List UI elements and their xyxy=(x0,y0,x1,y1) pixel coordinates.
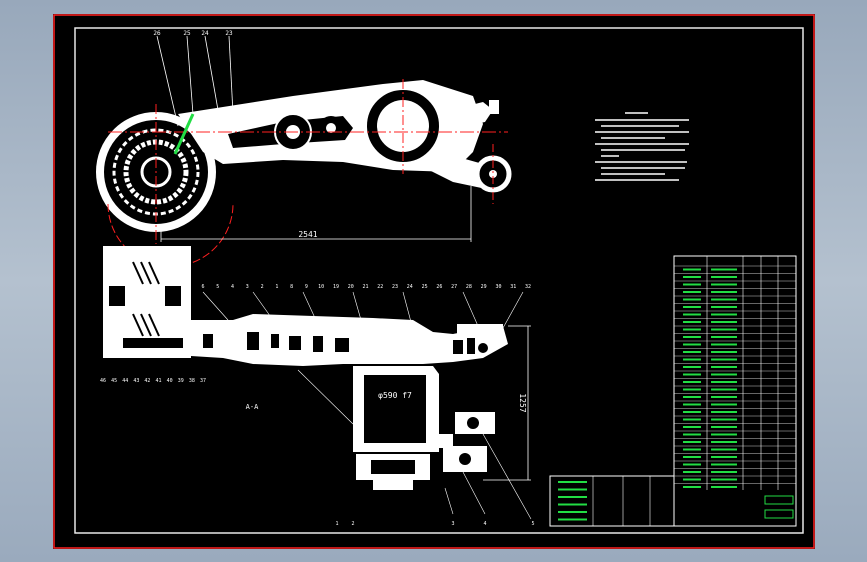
section-callout-10: 10 xyxy=(318,284,324,290)
base-callout-40: 40 xyxy=(167,378,173,384)
section-label: A-A xyxy=(246,403,259,411)
base-callout-45: 45 xyxy=(111,378,117,384)
section-callout-3: 3 xyxy=(246,284,249,290)
bottom-callout-2: 2 xyxy=(351,521,354,527)
left-hub-outer xyxy=(96,112,216,232)
section-callout-4: 4 xyxy=(231,284,234,290)
elbow-disk xyxy=(377,100,429,152)
section-callout-27: 27 xyxy=(451,284,457,290)
section-callout-26: 26 xyxy=(436,284,442,290)
bottom-callout-4: 4 xyxy=(483,521,486,527)
section-callout-30: 30 xyxy=(495,284,501,290)
section-callout-28: 28 xyxy=(466,284,472,290)
section-callout-23: 23 xyxy=(392,284,398,290)
column-bore xyxy=(362,373,428,445)
base-callout-46: 46 xyxy=(100,378,106,384)
callout-24: 24 xyxy=(201,30,209,37)
section-callout-8: 8 xyxy=(290,284,293,290)
section-callout-19: 19 xyxy=(333,284,339,290)
end-shaft xyxy=(457,324,503,334)
section-callout-2: 2 xyxy=(261,284,264,290)
height-dim: 1257 xyxy=(518,393,527,412)
hub-centre-arc xyxy=(107,203,234,267)
wrist-pin xyxy=(489,170,497,178)
arm-section xyxy=(191,314,508,366)
section-callout-29: 29 xyxy=(481,284,487,290)
callout-23: 23 xyxy=(225,30,233,37)
base-callout-43: 43 xyxy=(133,378,139,384)
bottom-callout-1: 1 xyxy=(335,521,338,527)
title-stamp-2 xyxy=(764,509,794,519)
leader-25 xyxy=(186,35,194,115)
arm-joint-mid-pin xyxy=(326,123,336,133)
section-callout-25: 25 xyxy=(422,284,428,290)
base-callout-37: 37 xyxy=(200,378,206,384)
section-callout-6: 6 xyxy=(201,284,204,290)
title-stamp-1 xyxy=(764,495,794,505)
base-recess-2 xyxy=(165,286,181,306)
wrist-bracket xyxy=(489,100,499,114)
drawing-border xyxy=(74,27,804,534)
flange-foot xyxy=(373,480,413,490)
arm-elevation-view: 26 25 24 23 2541 xyxy=(96,30,512,267)
outer-frame-red xyxy=(53,14,815,549)
callout-25: 25 xyxy=(183,30,191,37)
bottom-callout-3: 3 xyxy=(451,521,454,527)
section-callout-20: 20 xyxy=(348,284,354,290)
callout-26: 26 xyxy=(153,30,161,37)
section-callout-9: 9 xyxy=(305,284,308,290)
cylinder-rod xyxy=(173,113,195,155)
overall-length-dim: 2541 xyxy=(298,230,317,239)
leader-24 xyxy=(204,35,219,111)
section-callout-31: 31 xyxy=(510,284,516,290)
base-recess-1 xyxy=(109,286,125,306)
bore-fit-label: φ590 f7 xyxy=(378,391,412,400)
title-block-left xyxy=(549,475,675,527)
base-callout-42: 42 xyxy=(144,378,150,384)
upper-link xyxy=(443,102,493,130)
section-callout-22: 22 xyxy=(377,284,383,290)
parts-list-table xyxy=(549,255,797,527)
section-callout-1: 1 xyxy=(275,284,278,290)
technical-notes xyxy=(595,112,689,181)
leader-26 xyxy=(156,35,179,127)
base-callout-41: 41 xyxy=(156,378,162,384)
base-recess-3 xyxy=(123,338,183,348)
bottom-callout-5: 5 xyxy=(531,521,534,527)
base-callout-39: 39 xyxy=(178,378,184,384)
section-callout-32: 32 xyxy=(525,284,531,290)
base-callout-44: 44 xyxy=(122,378,128,384)
base-callout-38: 38 xyxy=(189,378,195,384)
section-callout-5: 5 xyxy=(216,284,219,290)
leader-23 xyxy=(228,35,234,115)
section-callout-24: 24 xyxy=(407,284,413,290)
section-callout-21: 21 xyxy=(362,284,368,290)
